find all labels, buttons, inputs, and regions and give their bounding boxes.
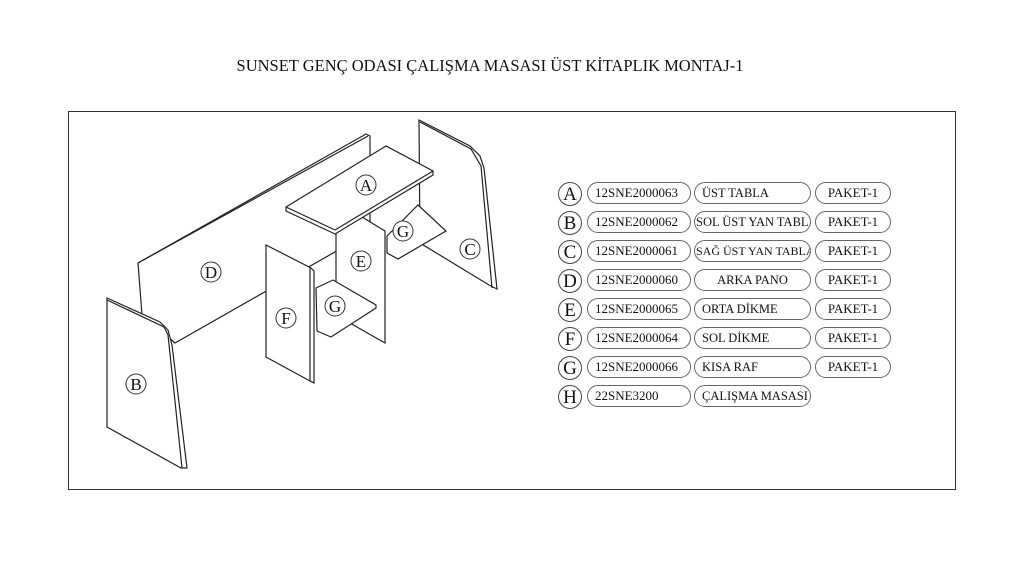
part-letter: H — [558, 385, 582, 409]
part-name: SOL ÜST YAN TABLA — [694, 211, 811, 233]
part-name: KISA RAF — [694, 356, 811, 378]
label-g-upper: G — [397, 222, 409, 241]
part-name: ORTA DİKME — [694, 298, 811, 320]
part-package: PAKET-1 — [815, 269, 891, 291]
label-e: E — [356, 252, 366, 271]
part-name: ÇALIŞMA MASASI — [694, 385, 811, 407]
label-a: A — [360, 176, 373, 195]
part-package: PAKET-1 — [815, 182, 891, 204]
part-package: PAKET-1 — [815, 356, 891, 378]
panel-c — [418, 119, 498, 291]
label-f: F — [281, 309, 290, 328]
part-name: ARKA PANO — [694, 269, 811, 291]
part-letter: D — [558, 269, 582, 293]
part-letter: F — [558, 327, 582, 351]
part-code: 12SNE2000066 — [587, 356, 691, 378]
part-name: ÜST TABLA — [694, 182, 811, 204]
part-letter: A — [558, 182, 582, 206]
panel-b — [106, 297, 188, 469]
shelf-g-upper — [386, 204, 448, 260]
part-package: PAKET-1 — [815, 298, 891, 320]
part-code: 22SNE3200 — [587, 385, 691, 407]
label-g-lower: G — [329, 297, 341, 316]
part-name: SOL DİKME — [694, 327, 811, 349]
part-code: 12SNE2000061 — [587, 240, 691, 262]
part-code: 12SNE2000065 — [587, 298, 691, 320]
part-package: PAKET-1 — [815, 240, 891, 262]
part-package: PAKET-1 — [815, 327, 891, 349]
label-c: C — [464, 240, 475, 259]
part-code: 12SNE2000063 — [587, 182, 691, 204]
drawing-frame — [68, 111, 956, 490]
part-package: PAKET-1 — [815, 211, 891, 233]
label-d: D — [205, 263, 217, 282]
part-letter: G — [558, 356, 582, 380]
part-code: 12SNE2000060 — [587, 269, 691, 291]
part-name: SAĞ ÜST YAN TABLA — [694, 240, 811, 262]
part-code: 12SNE2000064 — [587, 327, 691, 349]
page-title: SUNSET GENÇ ODASI ÇALIŞMA MASASI ÜST KİT… — [236, 56, 744, 75]
part-letter: B — [558, 211, 582, 235]
shelf-g-lower — [315, 279, 377, 338]
part-code: 12SNE2000062 — [587, 211, 691, 233]
part-letter: C — [558, 240, 582, 264]
part-letter: E — [558, 298, 582, 322]
label-b: B — [130, 375, 141, 394]
